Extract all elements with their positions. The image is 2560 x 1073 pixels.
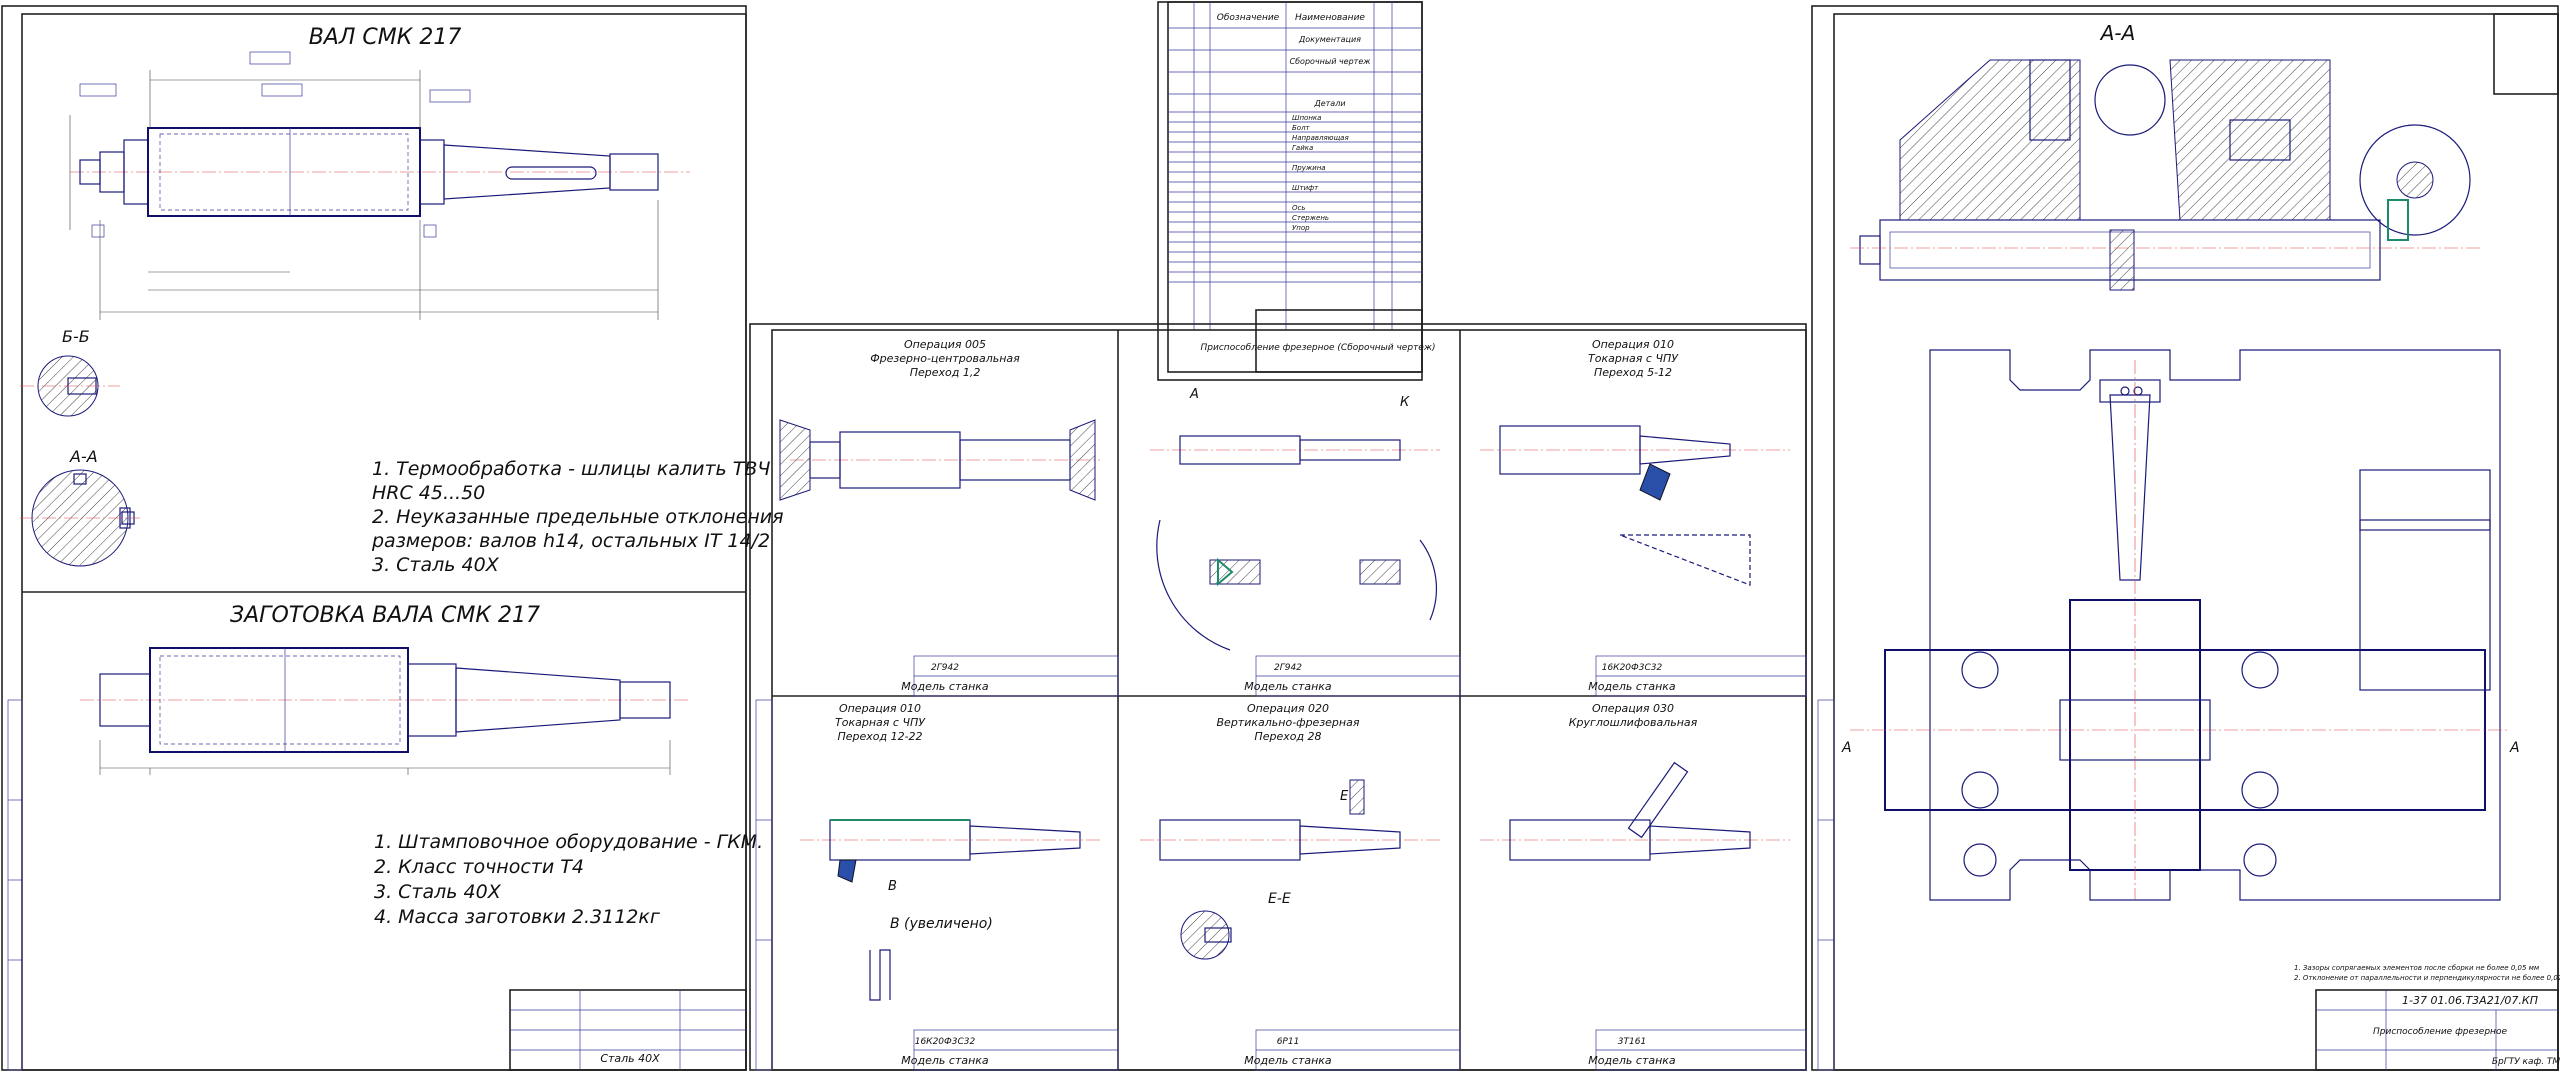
section-bb [20, 355, 120, 417]
op-020: Операция 020 Вертикально-фрезерная Перех… [1140, 702, 1461, 1071]
sheet3-title-block: 1-37 01.06.Т3А21/07.КП Приспособление фр… [2315, 989, 2560, 1071]
svg-text:2Г942: 2Г942 [931, 663, 959, 673]
svg-text:Фрезерно-центровальная: Фрезерно-центровальная [870, 352, 1020, 365]
svg-text:16К20Ф3С32: 16К20Ф3С32 [1602, 663, 1663, 673]
svg-text:В (увеличено): В (увеличено) [890, 916, 993, 932]
spec-item-7: Ось [1292, 204, 1305, 212]
sheet3-section-title: А-А [2099, 21, 2136, 45]
blank-note-1: 1. Штамповочное оборудование - ГКМ. [374, 831, 763, 853]
svg-text:Операция 005: Операция 005 [904, 338, 986, 351]
spec-item-2: Болт [1292, 124, 1311, 132]
section-aa-label: А-А [69, 447, 98, 466]
op-010-b: Операция 010 Токарная с ЧПУ Переход 12-2… [800, 702, 1119, 1071]
op-005-center: А К Модель станка 2Г942 [1150, 387, 1461, 697]
sheet3-stamp: Приспособление фрезерное [2373, 1027, 2507, 1037]
sheet3-inner [1833, 13, 2559, 1071]
svg-text:Переход 12-22: Переход 12-22 [837, 730, 922, 743]
sheet1-margin-stamp [7, 699, 23, 1071]
sheet3: А-А [1811, 5, 2560, 1071]
svg-text:16К20Ф3С32: 16К20Ф3С32 [915, 1037, 976, 1047]
fixture-section [1850, 59, 2480, 291]
sheet1-inner-frame [21, 13, 747, 1071]
sheet2: Обозначение Наименование Документация Сб… [749, 1, 1807, 1071]
sheet2-margin-stamp [755, 699, 773, 1071]
sheet3-code-box [2493, 13, 2559, 95]
spec-item-8: Стержень [1292, 214, 1329, 222]
note-line-2: HRC 45...50 [372, 482, 485, 504]
svg-text:Операция 030: Операция 030 [1592, 702, 1674, 715]
svg-text:Операция 010: Операция 010 [1592, 338, 1674, 351]
svg-text:Токарная с ЧПУ: Токарная с ЧПУ [1588, 352, 1679, 365]
spec-stamp: Приспособление фрезерное (Сборочный черт… [1201, 343, 1436, 353]
svg-text:А: А [2509, 740, 2520, 756]
svg-text:Переход 5-12: Переход 5-12 [1594, 366, 1672, 379]
sheet1-title-block: Сталь 40Х [509, 989, 747, 1071]
note-line-1: 1. Термообработка - шлицы калить ТВЧ [372, 458, 770, 480]
sheet2-inner [771, 329, 1807, 1071]
shaft-drawing [69, 51, 690, 320]
note-line-5: 3. Сталь 40Х [372, 554, 500, 576]
svg-text:Модель станка: Модель станка [901, 680, 989, 693]
svg-text:К: К [1400, 395, 1410, 410]
material-stamp: Сталь 40Х [600, 1052, 660, 1065]
spec-item-1: Шпонка [1292, 114, 1321, 122]
spec-item-6: Штифт [1292, 184, 1319, 192]
svg-text:Модель станка: Модель станка [1588, 680, 1676, 693]
svg-text:Вертикально-фрезерная: Вертикально-фрезерная [1217, 716, 1360, 729]
blank-note-3: 3. Сталь 40Х [374, 881, 502, 903]
svg-text:2Г942: 2Г942 [1274, 663, 1302, 673]
svg-text:Е-Е: Е-Е [1268, 891, 1291, 907]
svg-text:3Т161: 3Т161 [1618, 1037, 1646, 1047]
op-005: Операция 005 Фрезерно-центровальная Пере… [779, 338, 1119, 697]
svg-text:6Р11: 6Р11 [1277, 1037, 1300, 1047]
blank-notes: 1. Штамповочное оборудование - ГКМ. 2. К… [374, 831, 763, 928]
spec-section-assembly: Сборочный чертеж [1290, 57, 1372, 66]
sheet3-code: 1-37 01.06.Т3А21/07.КП [2402, 994, 2538, 1007]
sheet3-org: БрГТУ каф. ТМ [2492, 1057, 2560, 1067]
blank-drawing [80, 647, 690, 775]
sheet1-notes: 1. Термообработка - шлицы калить ТВЧ HRC… [371, 458, 784, 576]
sheet1: ВАЛ СМК 217 [1, 5, 784, 1071]
svg-text:Переход 28: Переход 28 [1254, 730, 1321, 743]
blank-title: ЗАГОТОВКА ВАЛА СМК 217 [230, 603, 540, 628]
note-line-4: размеров: валов h14, остальных IT 14/2 [371, 530, 770, 552]
op-010-a: Операция 010 Токарная с ЧПУ Переход 5-12… [1480, 338, 1807, 697]
sheet3-margin-stamp [1817, 699, 1835, 1071]
svg-text:Модель станка: Модель станка [901, 1054, 989, 1067]
spec-item-3: Направляющая [1292, 134, 1349, 142]
svg-text:Е: Е [1340, 789, 1349, 804]
op-030: Операция 030 Круглошлифовальная Модель с… [1480, 702, 1807, 1071]
spec-section-parts: Детали [1313, 99, 1345, 108]
svg-text:В: В [888, 879, 897, 894]
svg-text:Модель станка: Модель станка [1244, 680, 1332, 693]
note-line-3: 2. Неуказанные предельные отклонения [372, 506, 784, 528]
svg-text:Модель станка: Модель станка [1588, 1054, 1676, 1067]
section-bb-label: Б-Б [62, 327, 90, 346]
svg-text:Операция 010: Операция 010 [839, 702, 921, 715]
spec-col-name: Наименование [1295, 13, 1365, 23]
svg-text:Операция 020: Операция 020 [1247, 702, 1329, 715]
sheet1-title: ВАЛ СМК 217 [309, 25, 462, 50]
sheet3-notes: 1. Зазоры сопрягаемых элементов после сб… [2294, 964, 2560, 982]
spec-section-docs: Документация [1298, 35, 1361, 44]
svg-text:Круглошлифовальная: Круглошлифовальная [1569, 716, 1698, 729]
fixture-plan: А А [1841, 349, 2520, 901]
svg-text:2. Отклонение от параллельност: 2. Отклонение от параллельности и перпен… [2294, 974, 2560, 982]
blank-note-4: 4. Масса заготовки 2.3112кг [374, 906, 661, 928]
svg-text:А: А [1841, 740, 1852, 756]
svg-text:1. Зазоры сопрягаемых элементо: 1. Зазоры сопрягаемых элементов после сб… [2294, 964, 2540, 972]
blank-note-2: 2. Класс точности Т4 [374, 856, 584, 878]
spec-item-4: Гайка [1292, 144, 1313, 152]
svg-text:Переход 1,2: Переход 1,2 [910, 366, 981, 379]
spec-col-designation: Обозначение [1217, 13, 1280, 23]
spec-item-5: Пружина [1292, 164, 1326, 172]
svg-text:А: А [1189, 387, 1199, 402]
svg-text:Модель станка: Модель станка [1244, 1054, 1332, 1067]
svg-text:Токарная с ЧПУ: Токарная с ЧПУ [835, 716, 926, 729]
section-aa [20, 469, 140, 567]
spec-item-9: Упор [1292, 224, 1310, 232]
